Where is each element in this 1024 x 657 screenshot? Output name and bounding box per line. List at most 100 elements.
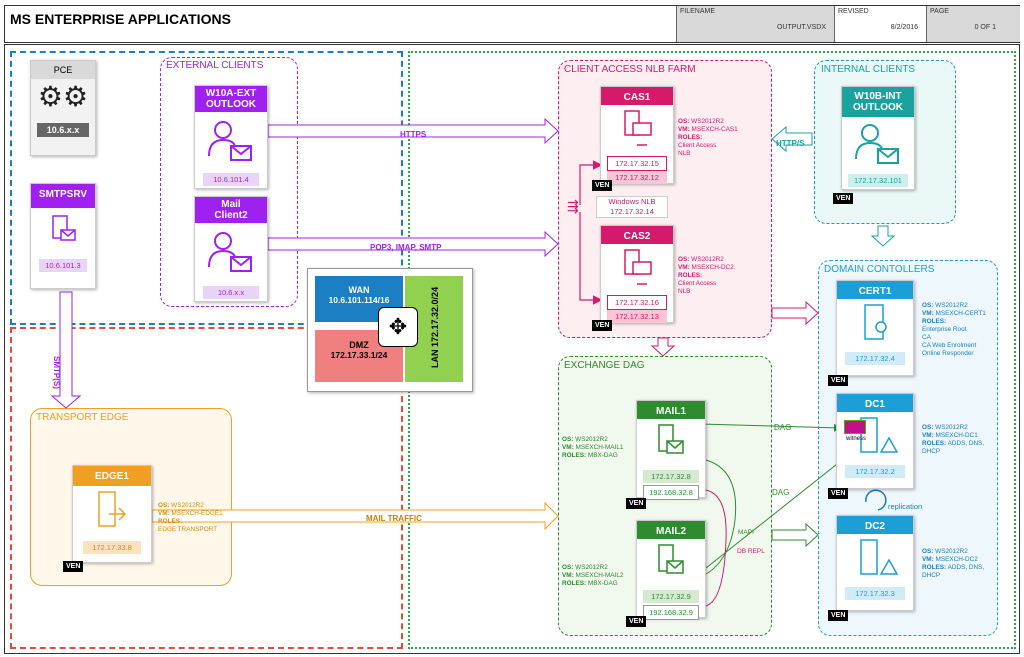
- roles-label: ROLES:: [678, 272, 703, 279]
- dc2-vm: MSEXCH-DC2: [935, 556, 978, 563]
- edge1-node[interactable]: EDGE1 172.17.33.8: [72, 465, 152, 563]
- vm-label: VM:: [562, 572, 574, 579]
- wan-ip: 10.6.101.114/16: [328, 295, 390, 305]
- os-label: OS:: [562, 436, 574, 443]
- mail-traffic-arrow: [151, 501, 559, 531]
- dc2-roles: ADDS, DNS,: [947, 564, 985, 571]
- edge1-vm: MSEXCH-EDGE1: [171, 510, 223, 517]
- w10b-title-1: W10B-INT: [854, 91, 902, 102]
- db-repl-label: DB REPL: [737, 548, 765, 555]
- dc1-roles: ADDS, DNS,: [947, 440, 985, 447]
- mail2-node[interactable]: MAIL2 172.17.32.9 192.168.32.9: [636, 520, 706, 620]
- server-mail-icon: [658, 544, 684, 574]
- cas1-ven-badge: VEN: [592, 180, 613, 191]
- vm-label: VM:: [922, 432, 934, 439]
- gears-icon: ⚙⚙: [37, 81, 89, 112]
- mapi-line: [705, 459, 737, 575]
- wan-region: [10, 51, 403, 325]
- dc2-os: WS2012R2: [935, 548, 968, 555]
- dag-to-dc-arrow: [771, 522, 819, 548]
- dc2-node[interactable]: DC2 172.17.32.3: [836, 515, 914, 611]
- cas2-node[interactable]: CAS2 172.17.32.16 172.17.32.13: [600, 225, 674, 323]
- mail1-vm: MSEXCH-MAIL1: [575, 444, 624, 451]
- filename-cell: FILENAME OUTPUT.VSDX: [676, 6, 834, 42]
- vm-label: VM:: [158, 510, 170, 517]
- mail1-roles: MBX-DAG: [587, 452, 618, 459]
- cert1-node[interactable]: CERT1 172.17.32.4: [836, 280, 914, 376]
- cas2-vm: MSEXCH-DC2: [691, 264, 734, 271]
- https-arrow: [267, 117, 559, 145]
- roles-label: ROLES:: [922, 440, 947, 447]
- internal-to-dc-arrow: [870, 225, 896, 247]
- cas1-node[interactable]: CAS1 172.17.32.15 172.17.32.12: [600, 86, 674, 184]
- replication-label: replication: [888, 502, 923, 511]
- server-mail-icon: [658, 424, 684, 454]
- pce-node[interactable]: PCE ⚙⚙ 10.6.x.x: [30, 60, 96, 156]
- cert1-roles4: Online Responder: [922, 350, 974, 357]
- mail-traffic-label: MAIL TRAFFIC: [366, 514, 422, 523]
- cert1-roles2: CA: [922, 334, 931, 341]
- directory-server-icon: [860, 417, 899, 453]
- os-label: OS:: [562, 564, 574, 571]
- transport-edge-label: TRANSPORT EDGE: [36, 412, 129, 423]
- vm-label: VM:: [678, 264, 690, 271]
- mail2-ven-badge: VEN: [626, 616, 647, 627]
- pce-ip: 10.6.x.x: [37, 123, 89, 137]
- dc2-info: OS: WS2012R2 VM: MSEXCH-DC2 ROLES: ADDS,…: [922, 548, 984, 580]
- roles-label: ROLES:: [562, 580, 587, 587]
- w10a-ip: 10.6.101.4: [203, 173, 259, 186]
- cas1-ip1: 172.17.32.15: [607, 156, 667, 171]
- mail1-node[interactable]: MAIL1 172.17.32.8 192.168.32.8: [636, 400, 706, 500]
- nlb-label: Windows NLB: [608, 197, 656, 206]
- dag-line-1: [699, 423, 842, 432]
- edge1-ip: 172.17.33.8: [83, 541, 141, 554]
- smtpsrv-ip: 10.6.101.3: [39, 259, 87, 272]
- certificate-server-icon: [864, 304, 887, 340]
- internal-clients-label: INTERNAL CLIENTS: [821, 64, 916, 75]
- filename-label: FILENAME: [680, 8, 716, 15]
- mail-client2-title-2: Client2: [214, 210, 248, 221]
- mail2-ip2: 192.168.32.9: [643, 605, 699, 620]
- cas-to-dc-arrow: [771, 300, 819, 326]
- lan-text: LAN 172.17.32.0/24: [430, 279, 440, 375]
- exchange-dag-label: EXCHANGE DAG: [564, 360, 645, 371]
- vm-label: VM:: [922, 556, 934, 563]
- nlb-icon: ⇶: [567, 198, 579, 214]
- https-label: HTTPS: [400, 130, 427, 139]
- cert1-roles3: CA Web Enrolment: [922, 342, 977, 349]
- vm-label: VM:: [678, 126, 690, 133]
- witness-label: witness: [846, 436, 867, 442]
- cas2-ip2: 172.17.32.13: [607, 310, 667, 323]
- nlb-line-cas2: [579, 212, 603, 305]
- cas1-roles: Client Access: [678, 142, 717, 149]
- revised-value: 8/2/2016: [890, 24, 918, 31]
- wan-label: WAN: [348, 285, 370, 295]
- dag-label-1: DAG: [774, 423, 792, 432]
- db-repl-line: [705, 489, 727, 607]
- pop3-arrow: [267, 230, 559, 258]
- cert1-roles: Enterprise Root: [922, 326, 967, 333]
- server-connect-icon: [624, 249, 652, 285]
- cas-to-dag-arrow: [650, 337, 676, 357]
- cas2-info: OS: WS2012R2 VM: MSEXCH-DC2 ROLES: Clien…: [678, 256, 734, 296]
- pop3-label: POP3, IMAP, SMTP: [370, 243, 442, 252]
- user-mail-icon: [208, 232, 252, 272]
- diagram-frame: [4, 44, 1020, 654]
- smtpsrv-title: SMTPSRV: [31, 184, 95, 208]
- external-clients-zone: [160, 57, 298, 307]
- cas2-roles: Client Access: [678, 280, 717, 287]
- cas2-ip1: 172.17.32.16: [607, 295, 667, 310]
- mail1-title: MAIL1: [637, 401, 705, 419]
- revised-label: REVISED: [838, 8, 869, 15]
- dmz-ip: 172.17.33.1/24: [330, 350, 388, 360]
- dc1-node[interactable]: DC1 172.17.32.2: [836, 393, 914, 489]
- filename-value: OUTPUT.VSDX: [776, 24, 826, 31]
- smtpsrv-node[interactable]: SMTPSRV 10.6.101.3: [30, 183, 96, 289]
- w10b-title-2: OUTLOOK: [853, 102, 903, 113]
